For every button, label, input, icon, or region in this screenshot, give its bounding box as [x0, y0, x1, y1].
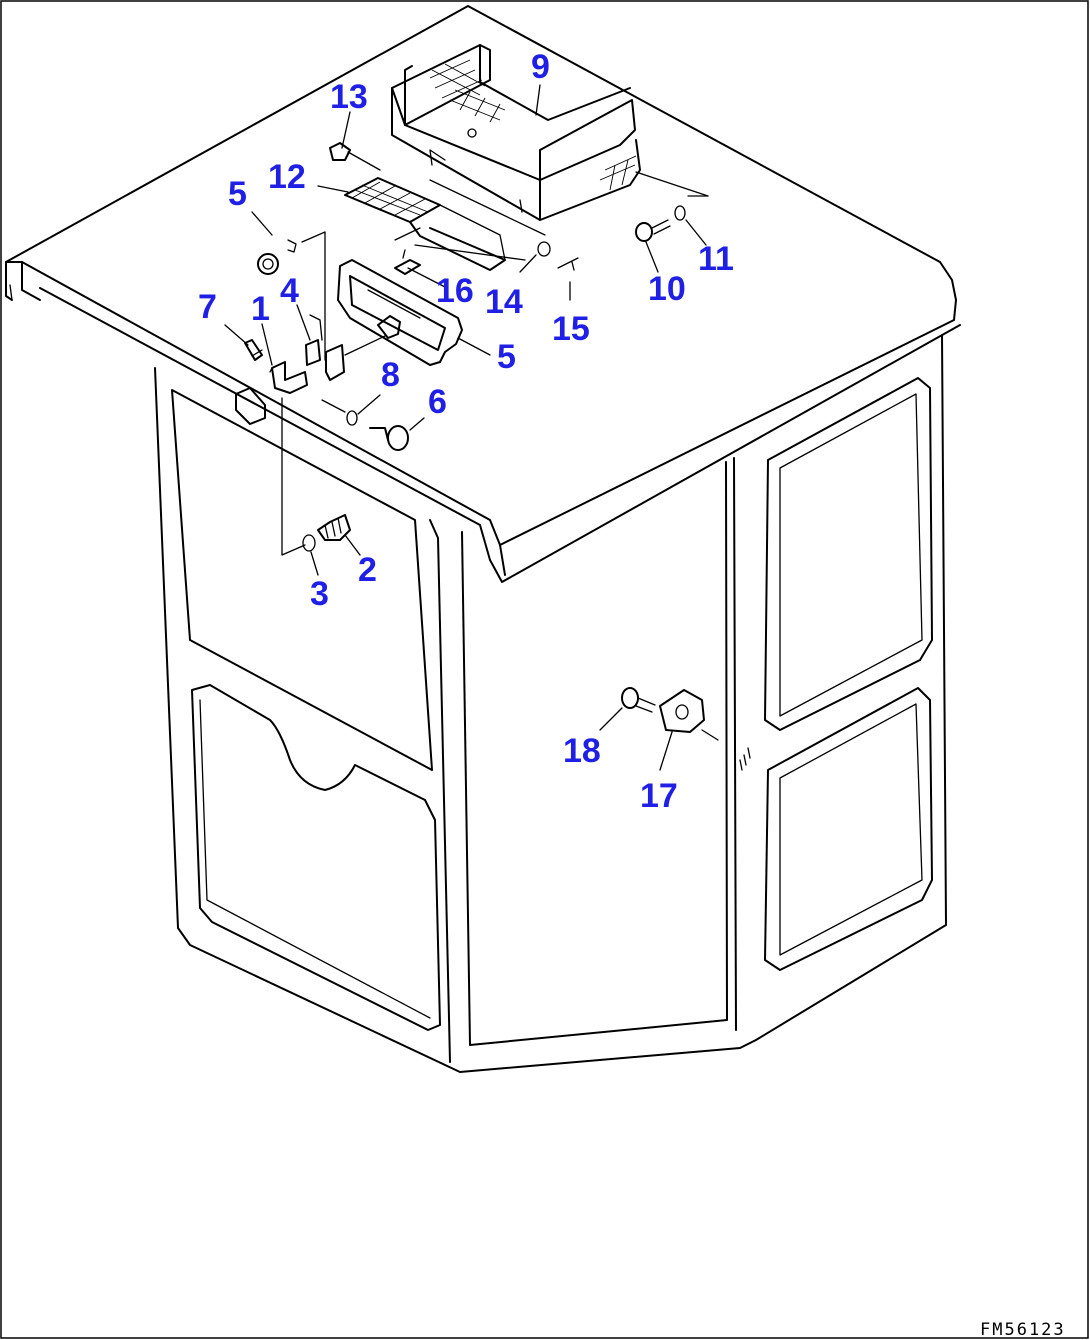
part-4-bracket [305, 314, 345, 381]
part-3-washer [302, 534, 316, 552]
part-15-pin [557, 257, 579, 271]
part-16-latch [394, 249, 421, 275]
part-1-bracket [269, 361, 308, 394]
part-12-mesh-plate [344, 177, 506, 271]
callout-15: 15 [552, 310, 590, 348]
drawing-number: FM56123 [980, 1320, 1066, 1340]
part-11-washer [674, 205, 686, 221]
leader-lines [224, 84, 709, 771]
callout-10: 10 [648, 270, 686, 308]
part-6-bolt [369, 425, 409, 451]
callout-9: 9 [531, 48, 550, 86]
callout-2: 2 [358, 551, 377, 589]
part-13-bolt [329, 142, 381, 171]
callout-7: 7 [198, 288, 217, 326]
callout-12: 12 [268, 158, 306, 196]
part-2-screw [317, 514, 351, 541]
callout-13: 13 [330, 78, 368, 116]
callout-18: 18 [563, 732, 601, 770]
callout-6: 6 [428, 383, 447, 421]
callout-labels: 13 9 12 5 16 14 10 11 15 7 1 4 5 8 6 2 3… [198, 48, 734, 815]
callout-1: 1 [251, 290, 270, 328]
callout-4: 4 [280, 272, 299, 310]
callout-17: 17 [640, 777, 678, 815]
part-10-bolt [635, 219, 671, 242]
part-bracket-mount [235, 387, 266, 425]
part-7-clip [244, 339, 263, 361]
part-5-lamp-fitting [257, 239, 297, 275]
callout-16: 16 [436, 272, 474, 310]
callout-11: 11 [698, 240, 734, 278]
callout-14: 14 [485, 283, 523, 321]
part-14-washer [537, 241, 551, 257]
callout-8: 8 [381, 356, 400, 394]
part-5-room-lamp [337, 259, 463, 366]
part-17-bracket [659, 689, 719, 741]
callout-5-upper: 5 [228, 175, 247, 213]
callout-5-lamp: 5 [497, 338, 516, 376]
part-8-washer [346, 410, 358, 426]
cab-body [154, 334, 947, 1073]
part-9-filter-case [391, 44, 641, 221]
part-18-bolt [621, 687, 656, 713]
callout-3: 3 [310, 575, 329, 613]
cab-roof [5, 5, 961, 583]
